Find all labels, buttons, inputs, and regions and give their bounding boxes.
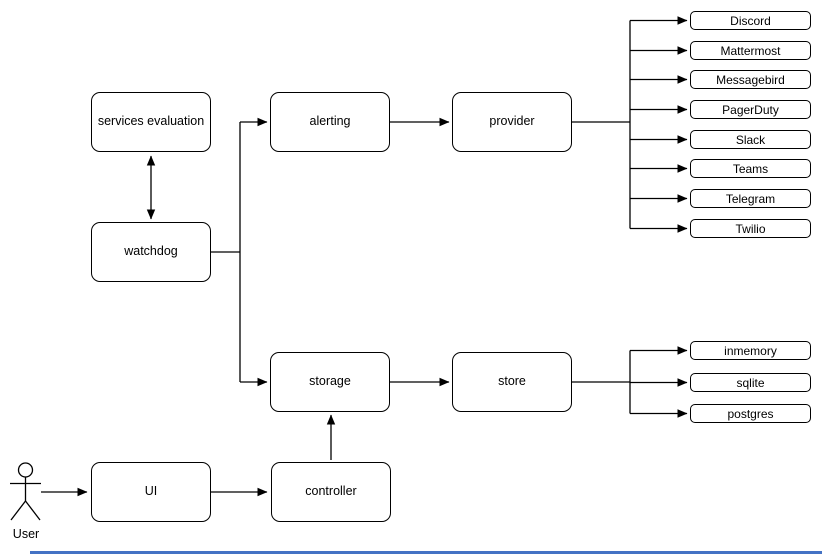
leaf-label: PagerDuty [722,102,779,117]
node-inmemory[interactable]: inmemory [690,341,811,360]
node-label: watchdog [124,244,178,259]
node-alerting[interactable]: alerting [270,92,390,152]
leaf-label: postgres [727,406,774,421]
node-label: store [498,374,526,389]
leaf-label: Teams [732,161,769,176]
node-store[interactable]: store [452,352,572,412]
leaf-label: Discord [730,13,771,28]
node-mattermost[interactable]: Mattermost [690,41,811,60]
node-slack[interactable]: Slack [690,130,811,149]
node-label: alerting [309,114,351,129]
node-label: provider [489,114,535,129]
leaf-label: inmemory [724,343,777,358]
node-twilio[interactable]: Twilio [690,219,811,238]
horizontal-scrollbar[interactable] [30,551,822,554]
node-label: controller [305,484,357,499]
node-ui[interactable]: UI [91,462,211,522]
node-pagerduty[interactable]: PagerDuty [690,100,811,119]
node-controller[interactable]: controller [271,462,391,522]
node-services-evaluation[interactable]: services evaluation [91,92,211,152]
node-label: storage [309,374,351,389]
node-teams[interactable]: Teams [690,159,811,178]
node-provider[interactable]: provider [452,92,572,152]
node-discord[interactable]: Discord [690,11,811,30]
leaf-label: sqlite [736,375,765,390]
node-storage[interactable]: storage [270,352,390,412]
node-watchdog[interactable]: watchdog [91,222,211,282]
leaf-label: Mattermost [720,43,781,58]
node-postgres[interactable]: postgres [690,404,811,423]
node-sqlite[interactable]: sqlite [690,373,811,392]
node-label: UI [144,484,158,499]
leaf-label: Slack [735,132,766,147]
stick-figure-user-icon[interactable] [10,462,41,521]
leaf-label: Messagebird [716,72,785,87]
leaf-label: Telegram [725,191,776,206]
leaf-label: Twilio [735,221,766,236]
node-label: services evaluation [97,114,205,129]
node-messagebird[interactable]: Messagebird [690,70,811,89]
actor-label: User [12,527,40,541]
node-telegram[interactable]: Telegram [690,189,811,208]
